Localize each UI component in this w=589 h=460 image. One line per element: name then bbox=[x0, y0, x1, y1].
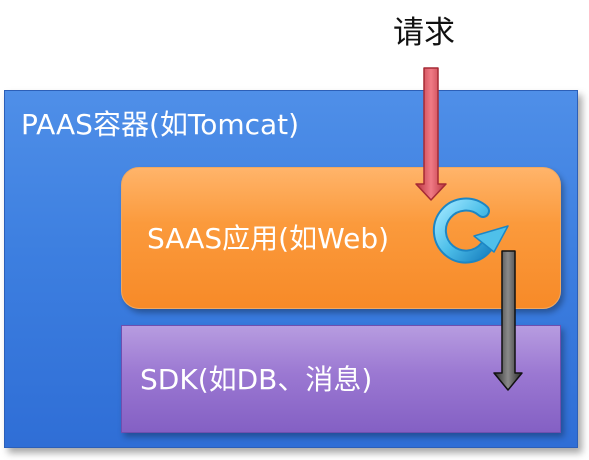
paas-container-label: PAAS容器(如Tomcat) bbox=[21, 108, 300, 141]
sdk-label: SDK(如DB、消息) bbox=[140, 363, 373, 396]
request-label: 请求 bbox=[393, 15, 455, 51]
saas-application-box: SAAS应用(如Web) bbox=[121, 167, 561, 309]
saas-application-label: SAAS应用(如Web) bbox=[147, 222, 390, 255]
paas-container-box: PAAS容器(如Tomcat) SAAS应用(如Web) SDK(如DB、消息) bbox=[4, 90, 578, 448]
sdk-box: SDK(如DB、消息) bbox=[121, 325, 561, 433]
